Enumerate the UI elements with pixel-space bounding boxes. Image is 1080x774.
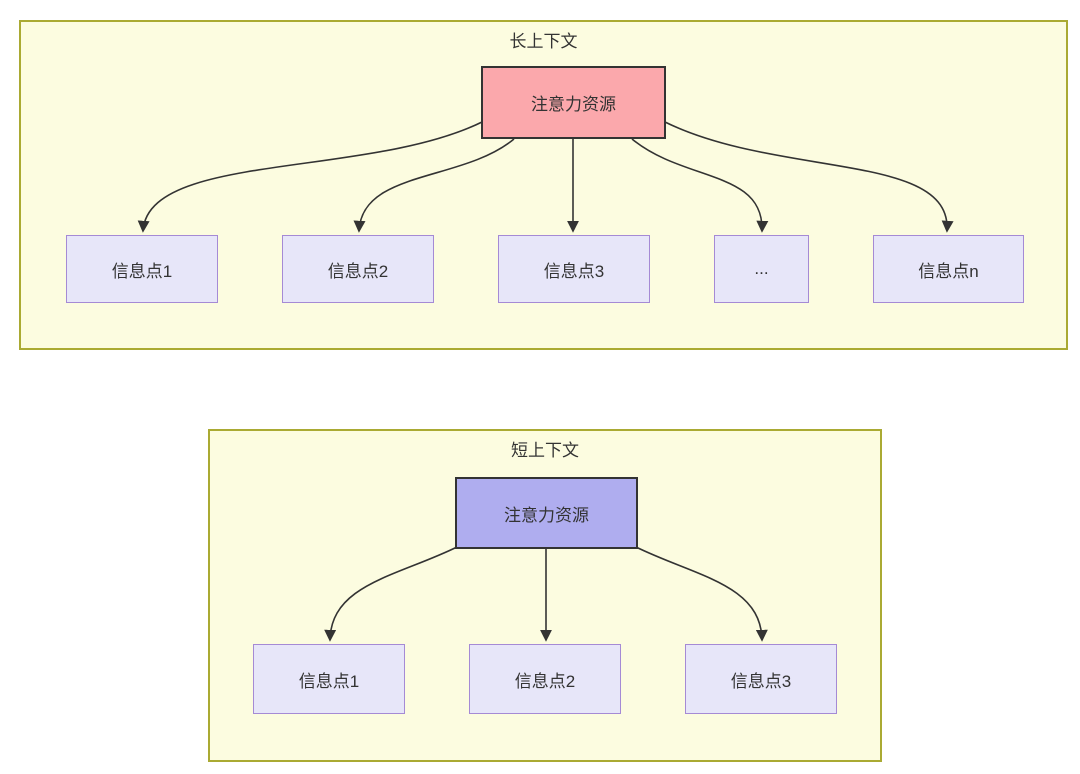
node-short-attention-resource: 注意力资源	[455, 477, 638, 549]
node-long-info-point-3: 信息点3	[498, 235, 650, 303]
node-short-info-point-1: 信息点1	[253, 644, 405, 714]
node-long-info-point-n: 信息点n	[873, 235, 1024, 303]
node-short-info-point-3: 信息点3	[685, 644, 837, 714]
node-long-info-point-2: 信息点2	[282, 235, 434, 303]
node-long-attention-resource: 注意力资源	[481, 66, 666, 139]
panel-short-context-title: 短上下文	[511, 441, 579, 460]
node-long-info-point-ellipsis: ...	[714, 235, 809, 303]
panel-long-context-title: 长上下文	[509, 32, 578, 51]
node-long-info-point-1: 信息点1	[66, 235, 218, 303]
node-short-info-point-2: 信息点2	[469, 644, 621, 714]
